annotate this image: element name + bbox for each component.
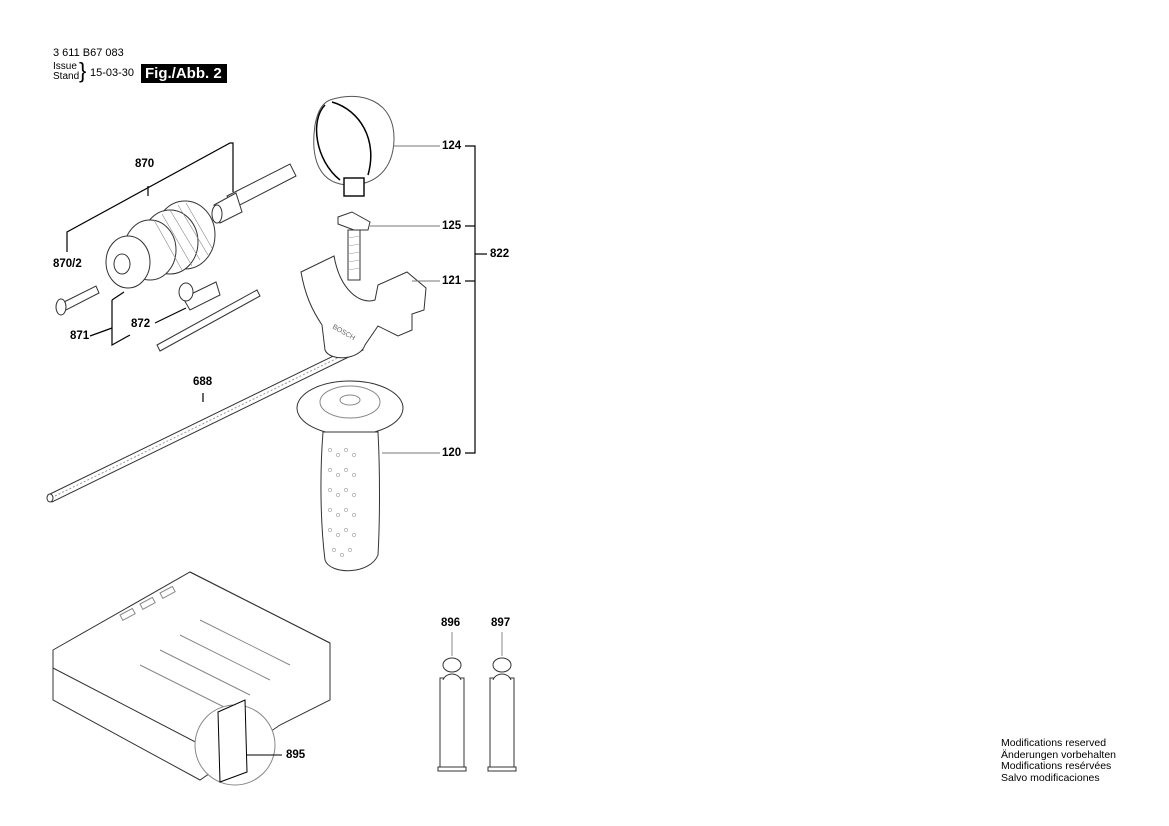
t-bolt-icon <box>337 211 371 281</box>
stand-label: Stand <box>53 71 80 82</box>
drill-chuck-icon <box>105 200 216 289</box>
callout-822[interactable]: 822 <box>490 248 510 260</box>
callout-688[interactable]: 688 <box>193 376 213 388</box>
callout-871[interactable]: 871 <box>70 330 90 342</box>
depth-stop-rod-icon <box>46 342 364 503</box>
chuck-key-icon <box>156 281 261 352</box>
callout-872[interactable]: 872 <box>131 318 151 330</box>
sds-adapter-icon <box>211 163 297 224</box>
callout-bracket-822 <box>465 145 487 454</box>
modifications-note: Modifications reserved Änderungen vorbeh… <box>1001 737 1117 784</box>
document-number: 3 611 B67 083 <box>53 47 124 59</box>
carrying-case-icon <box>52 571 331 786</box>
clamping-band-icon <box>313 95 395 197</box>
callout-870[interactable]: 870 <box>135 158 155 170</box>
brace-icon: } <box>79 58 87 83</box>
note-line-fr: Modifications resérvées <box>1001 760 1112 772</box>
callout-bracket-870 <box>66 142 234 252</box>
callout-124[interactable]: 124 <box>442 140 462 152</box>
callout-895[interactable]: 895 <box>286 749 306 761</box>
note-line-de: Änderungen vorbehalten <box>1001 748 1117 761</box>
callout-121[interactable]: 121 <box>442 275 462 287</box>
handle-holder-icon: BOSCH <box>300 255 427 359</box>
grease-tube-icon <box>487 632 517 772</box>
issue-date: 15-03-30 <box>90 67 135 79</box>
grease-tube-icon <box>437 632 467 772</box>
callout-897[interactable]: 897 <box>491 617 511 629</box>
issue-label: Issue <box>53 61 77 72</box>
note-line-en: Modifications reserved <box>1001 737 1107 749</box>
figure-label: Fig./Abb. 2 <box>141 64 227 83</box>
note-line-es: Salvo modificaciones <box>1001 771 1100 784</box>
callout-125[interactable]: 125 <box>442 220 462 232</box>
issue-stand-label: Issue Stand <box>53 62 79 82</box>
callout-896[interactable]: 896 <box>441 617 461 629</box>
auxiliary-handle-icon <box>296 380 404 572</box>
callout-870-2[interactable]: 870/2 <box>53 258 82 270</box>
screw-icon <box>55 285 100 316</box>
callout-120[interactable]: 120 <box>442 447 462 459</box>
callout-bracket-871 <box>111 300 131 347</box>
